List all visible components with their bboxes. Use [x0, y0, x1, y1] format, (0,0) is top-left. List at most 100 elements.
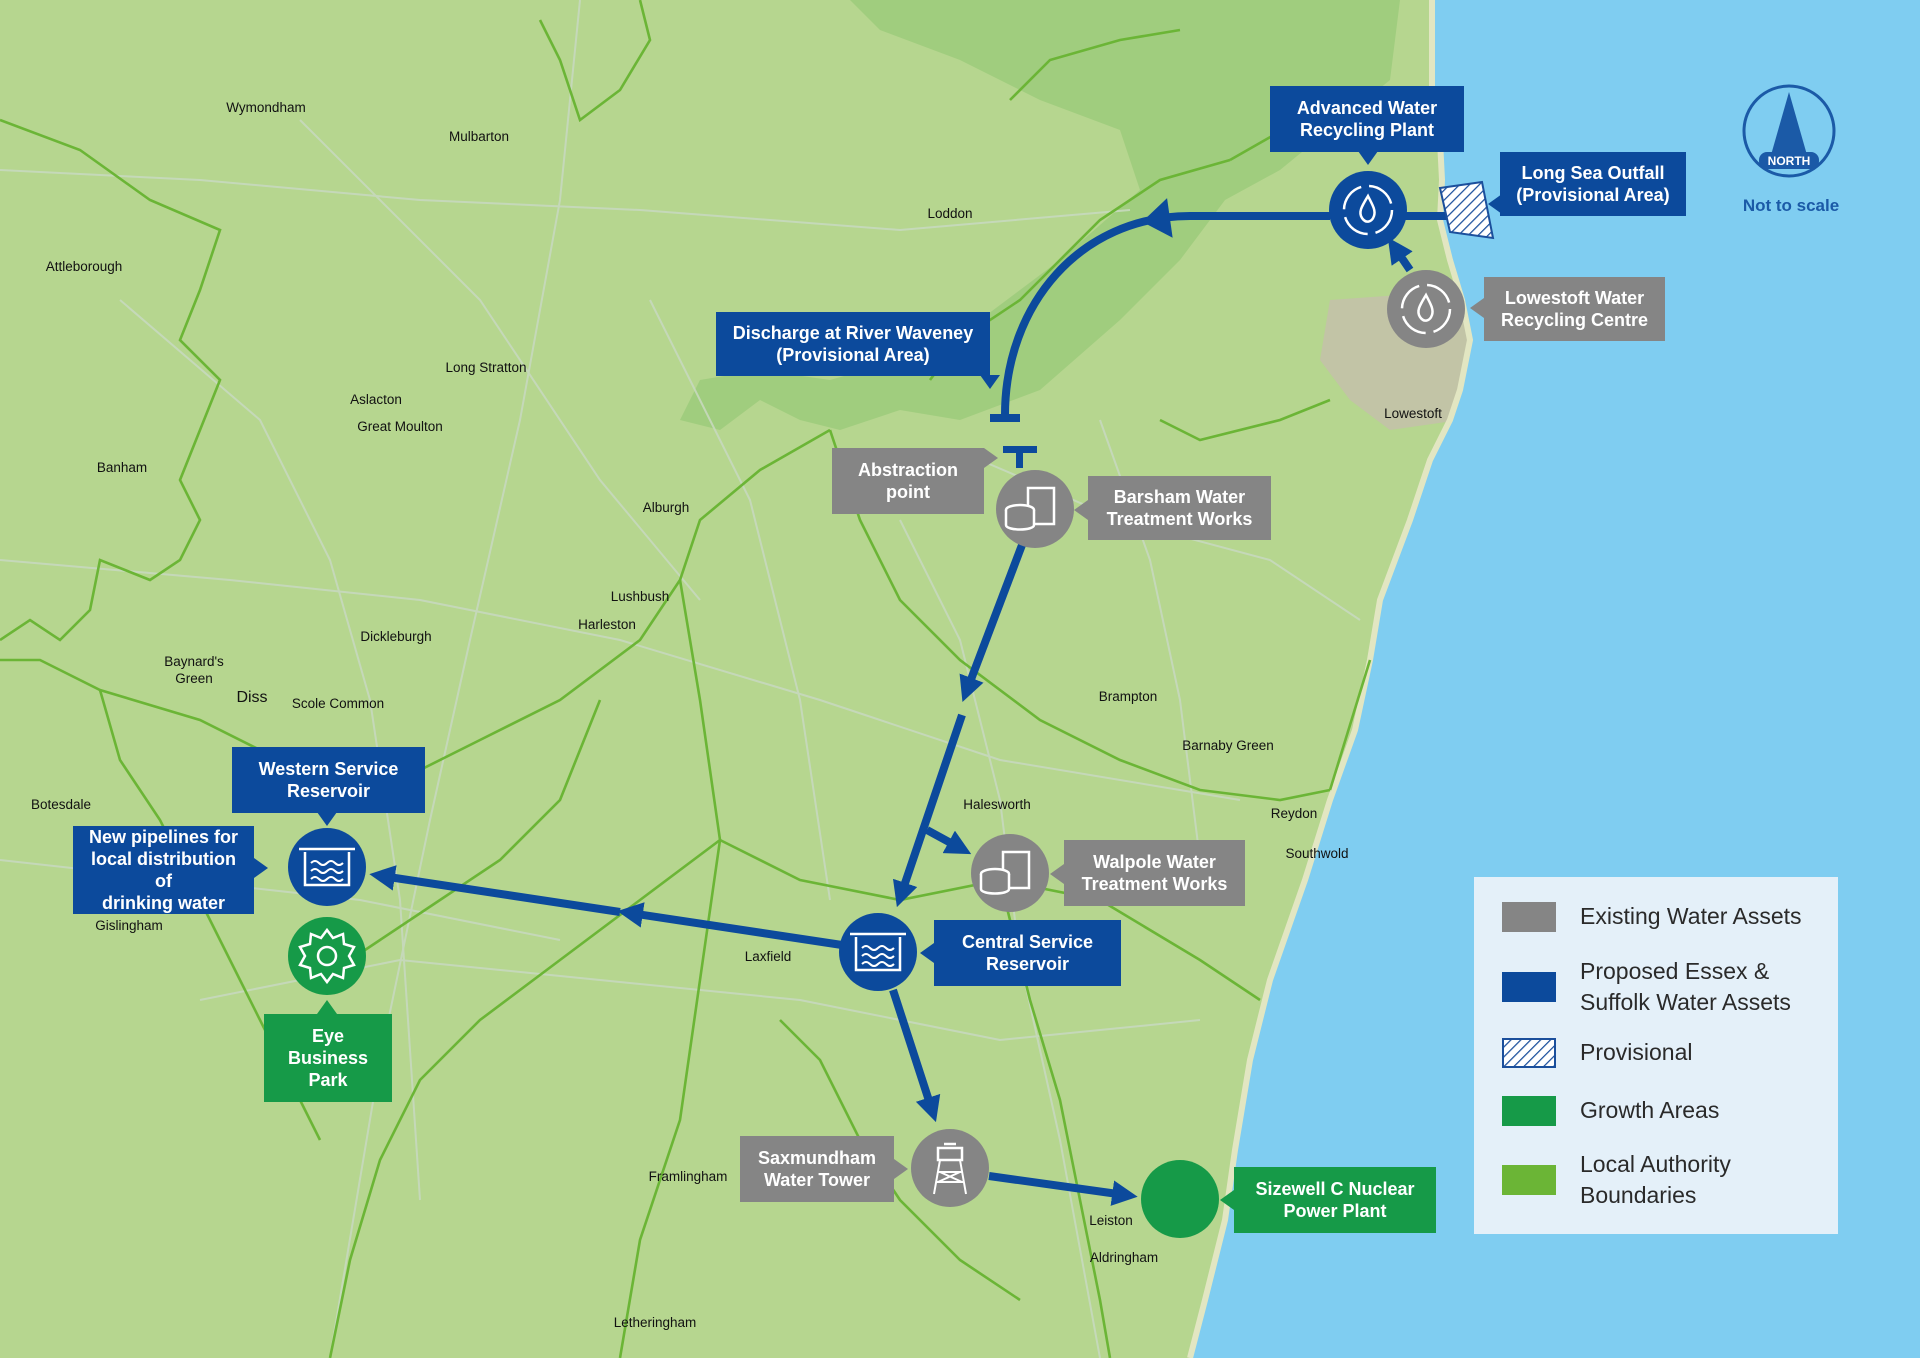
barsham-pointer	[1074, 500, 1088, 520]
outfall-provisional-area	[1438, 180, 1495, 240]
town-label: Leiston	[1089, 1213, 1133, 1228]
outfall-pointer	[1488, 194, 1502, 214]
barsham-line-1: Barsham Water	[1113, 487, 1246, 507]
town-label: Harleston	[578, 617, 636, 632]
town-label: Brampton	[1099, 689, 1158, 704]
abstraction-pointer	[984, 448, 998, 468]
new-pipelines-label: New pipelines for local distribution of …	[73, 826, 254, 914]
outfall-line-2: (Provisional Area)	[1516, 185, 1670, 205]
saxmundham-tower-icon	[911, 1129, 989, 1207]
coast-beach	[1187, 0, 1474, 1358]
abstraction-line-2: point	[886, 482, 930, 502]
walpole-treatment-label: Walpole Water Treatment Works	[1064, 840, 1245, 906]
sizewell-pointer	[1220, 1190, 1234, 1210]
pipe-central-to-western-2	[369, 865, 621, 916]
central-reservoir-icon	[839, 913, 917, 991]
pipe-central-to-saxmundham	[889, 988, 941, 1123]
legend-item-proposed: Proposed Essex &Suffolk Water Assets	[1502, 956, 1791, 1018]
lowestoft-recycling-label: Lowestoft Water Recycling Centre	[1484, 277, 1665, 341]
sizewell-site-marker	[1141, 1160, 1219, 1238]
saxmundham-line-2: Water Tower	[763, 1170, 870, 1190]
outfall-line-1: Long Sea Outfall	[1521, 163, 1665, 183]
eye-business-park-label: Eye Business Park	[264, 1014, 392, 1102]
pipe-barsham-to-central-2	[892, 713, 966, 908]
lowestoft-line-2: Recycling Centre	[1500, 310, 1649, 330]
legend-item-provisional: Provisional	[1502, 1037, 1693, 1068]
abstraction-stem	[1016, 446, 1023, 468]
eye-line-1: Eye	[311, 1026, 345, 1046]
lowestoft-line-1: Lowestoft Water	[1504, 288, 1645, 308]
town-label: Loddon	[927, 206, 972, 221]
broads-area	[680, 0, 1400, 430]
eye-line-3: Park	[308, 1070, 348, 1090]
legend-item-growth: Growth Areas	[1502, 1095, 1719, 1126]
barsham-treatment-label: Barsham Water Treatment Works	[1088, 476, 1271, 540]
town-label: Dickleburgh	[360, 629, 431, 644]
pipelines-pointer	[254, 858, 268, 878]
legend-swatch-existing	[1502, 901, 1556, 932]
pipelines	[369, 212, 1460, 1206]
advanced-pointer	[1358, 151, 1378, 165]
pipelines-line-1: New pipelines for	[88, 827, 239, 847]
western-line-1: Western Service	[258, 759, 399, 779]
eye-business-gear-icon	[288, 917, 366, 995]
pipe-to-walpole	[925, 826, 972, 855]
eye-line-2: Business	[287, 1048, 369, 1068]
compass-label: NORTH	[1768, 154, 1811, 168]
walpole-pointer	[1050, 864, 1064, 884]
saxmundham-line-1: Saxmundham	[757, 1148, 877, 1168]
town-label: Baynard's	[164, 654, 224, 669]
town-label: Laxfield	[745, 949, 792, 964]
sizewell-line-1: Sizewell C Nuclear	[1255, 1179, 1415, 1199]
discharge-marker	[990, 414, 1020, 422]
town-label: Great Moulton	[357, 419, 443, 434]
legend-label-existing: Existing Water Assets	[1580, 903, 1802, 929]
advanced-water-recycling-label: Advanced Water Recycling Plant	[1270, 86, 1464, 152]
town-label: Banham	[97, 460, 147, 475]
town-label: Framlingham	[649, 1169, 728, 1184]
town-label: Mulbarton	[449, 129, 509, 144]
map-legend: Existing Water Assets Proposed Essex &Su…	[1474, 877, 1838, 1234]
pipelines-line-2: local distribution of	[90, 849, 236, 891]
legend-item-existing: Existing Water Assets	[1502, 901, 1802, 932]
central-reservoir-label: Central Service Reservoir	[934, 920, 1121, 986]
long-sea-outfall-label: Long Sea Outfall (Provisional Area)	[1500, 152, 1686, 216]
saxmundham-tower-label: Saxmundham Water Tower	[740, 1136, 894, 1202]
legend-label-proposed: Proposed Essex &Suffolk Water Assets	[1580, 958, 1791, 1015]
eye-pointer	[317, 1000, 337, 1014]
barsham-line-2: Treatment Works	[1106, 509, 1253, 529]
advanced-line-1: Advanced Water	[1296, 98, 1438, 118]
discharge-line-2: (Provisional Area)	[776, 345, 930, 365]
town-label: Reydon	[1271, 806, 1318, 821]
pipe-barsham-to-central	[959, 543, 1026, 702]
advanced-line-2: Recycling Plant	[1299, 120, 1435, 140]
legend-swatch-growth	[1502, 1095, 1556, 1126]
central-line-1: Central Service	[961, 932, 1094, 952]
town-label: Letheringham	[614, 1315, 697, 1330]
legend-label-growth: Growth Areas	[1580, 1097, 1720, 1123]
town-label: Lowestoft	[1384, 406, 1442, 421]
north-arrow-icon: NORTH	[1742, 84, 1836, 178]
western-pointer	[317, 812, 337, 826]
lowestoft-pointer	[1470, 298, 1484, 318]
town-label: Aldringham	[1090, 1250, 1158, 1265]
legend-swatch-proposed	[1502, 972, 1556, 1002]
pipe-lowestoft-to-recycling	[1387, 237, 1414, 273]
not-to-scale-note: Not to scale	[1742, 196, 1840, 215]
town-label: Halesworth	[963, 797, 1031, 812]
town-label: Lushbush	[611, 589, 670, 604]
legend-label-provisional: Provisional	[1580, 1039, 1693, 1065]
walpole-line-1: Walpole Water	[1093, 852, 1216, 872]
sizewell-line-2: Power Plant	[1283, 1201, 1387, 1221]
saxmundham-pointer	[894, 1159, 908, 1179]
advanced-recycling-icon	[1329, 171, 1407, 249]
discharge-pointer	[980, 375, 1000, 389]
town-labels: WymondhamMulbartonAttleboroughLoddonLong…	[31, 100, 1442, 1330]
town-label: Long Stratton	[445, 360, 526, 375]
walpole-line-2: Treatment Works	[1081, 874, 1228, 894]
central-pointer	[920, 943, 934, 963]
discharge-line-1: Discharge at River Waveney	[732, 323, 974, 343]
discharge-river-waveney-label: Discharge at River Waveney (Provisional …	[716, 312, 990, 376]
